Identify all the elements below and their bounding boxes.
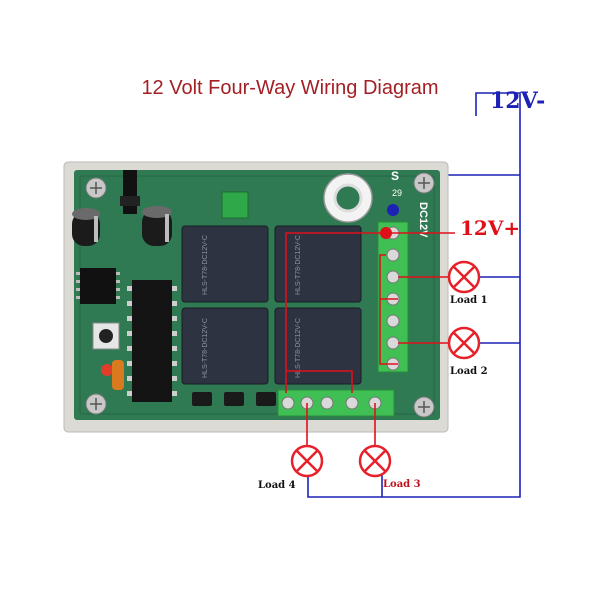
load-1-lamp (447, 260, 481, 294)
load-1-label: Load 1 (450, 295, 488, 306)
relay-1-marking: HLS-T78-DC12V-C (202, 235, 209, 295)
load-4-lamp (290, 444, 324, 478)
board-voltage-label: DC12V (417, 202, 429, 238)
mounting-screw-bottom-right (413, 396, 435, 418)
antenna (120, 170, 140, 214)
pairing-button (92, 322, 120, 350)
terminal-block-bottom (277, 389, 395, 417)
load-2-label: Load 2 (450, 366, 488, 377)
capacitor-right (142, 206, 172, 246)
mounting-screw-top-left (85, 177, 107, 199)
terminal-block-right (377, 221, 409, 373)
mounting-screw-bottom-left (85, 393, 107, 415)
diagram-title: 12 Volt Four-Way Wiring Diagram (141, 77, 438, 99)
load-3-lamp (358, 444, 392, 478)
terminal-number-label: 29 (392, 188, 402, 198)
relay-4-marking: HLS-T78-DC12V-C (295, 318, 302, 378)
trim-capacitor (221, 191, 249, 219)
transistor-row (192, 392, 276, 406)
resistor (112, 360, 124, 390)
small-ic-chip (76, 268, 120, 304)
negative-terminal-dot (387, 204, 399, 216)
load-4-label: Load 4 (258, 480, 296, 491)
relay-3-marking: HLS-T78-DC12V-C (202, 318, 209, 378)
load-2-lamp (447, 326, 481, 360)
relay-1: HLS-T78-DC12V-C (181, 225, 269, 303)
decoder-ic-chip (127, 280, 177, 402)
relay-board: S 29 DC12V HLS-T78-DC12V-C HLS-T78-DC12V… (63, 161, 449, 433)
terminal-s-label: S (391, 169, 399, 183)
mounting-screw-top-right (413, 172, 435, 194)
positive-wire (285, 232, 455, 448)
status-led (101, 364, 113, 376)
antenna-coil (323, 173, 373, 223)
load-3-label: Load 3 (383, 479, 421, 490)
relay-4: HLS-T78-DC12V-C (274, 307, 362, 385)
relay-3: HLS-T78-DC12V-C (181, 307, 269, 385)
negative-voltage-label: 12V- (490, 88, 545, 114)
relay-2-marking: HLS-T78-DC12V-C (295, 235, 302, 295)
positive-voltage-label: 12V+ (460, 216, 520, 240)
capacitor-left (72, 208, 100, 246)
relay-2: HLS-T78-DC12V-C (274, 225, 362, 303)
